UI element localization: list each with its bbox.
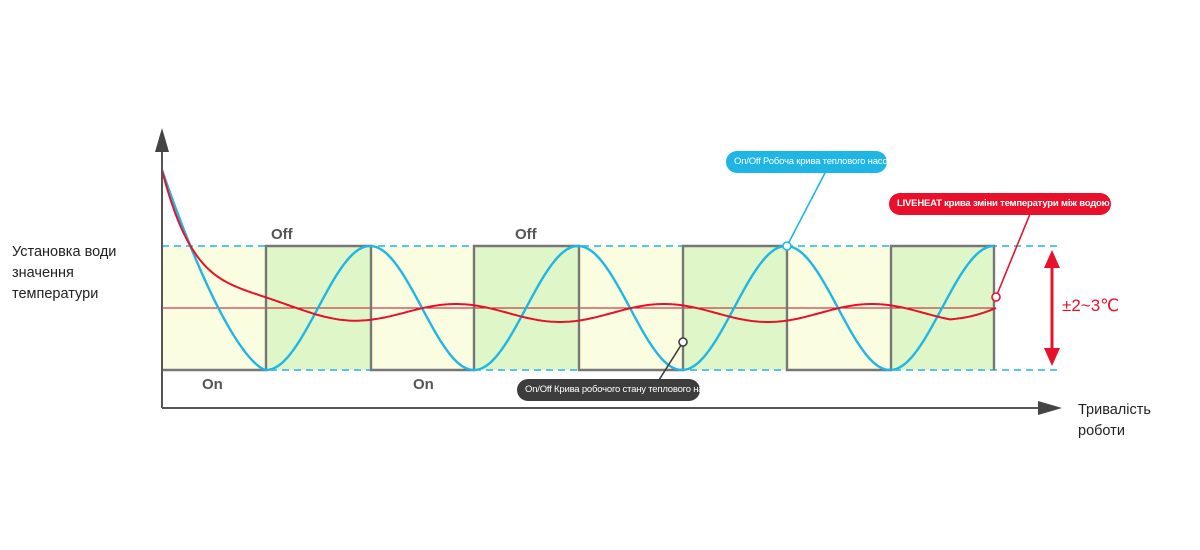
- state-curve-callout: On/Off Крива робочого стану теплового на…: [517, 379, 723, 401]
- blue-callout-marker: [782, 241, 792, 251]
- x-axis-label: Тривалість роботи: [1078, 402, 1151, 439]
- red-callout-marker: [991, 292, 1001, 302]
- on-off-working-curve: [160, 169, 995, 372]
- blue-callout-leader: [786, 170, 827, 247]
- red-curve-callout: LIVEHEAT крива зміни температури між вод…: [889, 193, 1111, 215]
- x-axis-arrow: [1038, 401, 1062, 415]
- range-arrow-up: [1044, 250, 1060, 268]
- y-axis-arrow: [155, 128, 169, 152]
- on-label: On: [202, 376, 223, 393]
- red-callout-leader: [995, 213, 1031, 298]
- liveheat-temperature-curve: [161, 169, 997, 323]
- dark-callout-leader: [658, 341, 684, 381]
- dark-callout-marker: [678, 337, 688, 347]
- on-label: On: [413, 376, 434, 393]
- temperature-range-label: ±2~3℃: [1062, 296, 1120, 315]
- y-axis-label: Установка води значення температури: [12, 244, 117, 302]
- range-arrow-down: [1044, 348, 1060, 366]
- on-off-state-curve: [162, 244, 996, 372]
- off-label: Off: [515, 226, 537, 243]
- off-label: Off: [271, 226, 293, 243]
- blue-curve-callout: On/Off Робоча крива теплового насоса: [726, 151, 897, 173]
